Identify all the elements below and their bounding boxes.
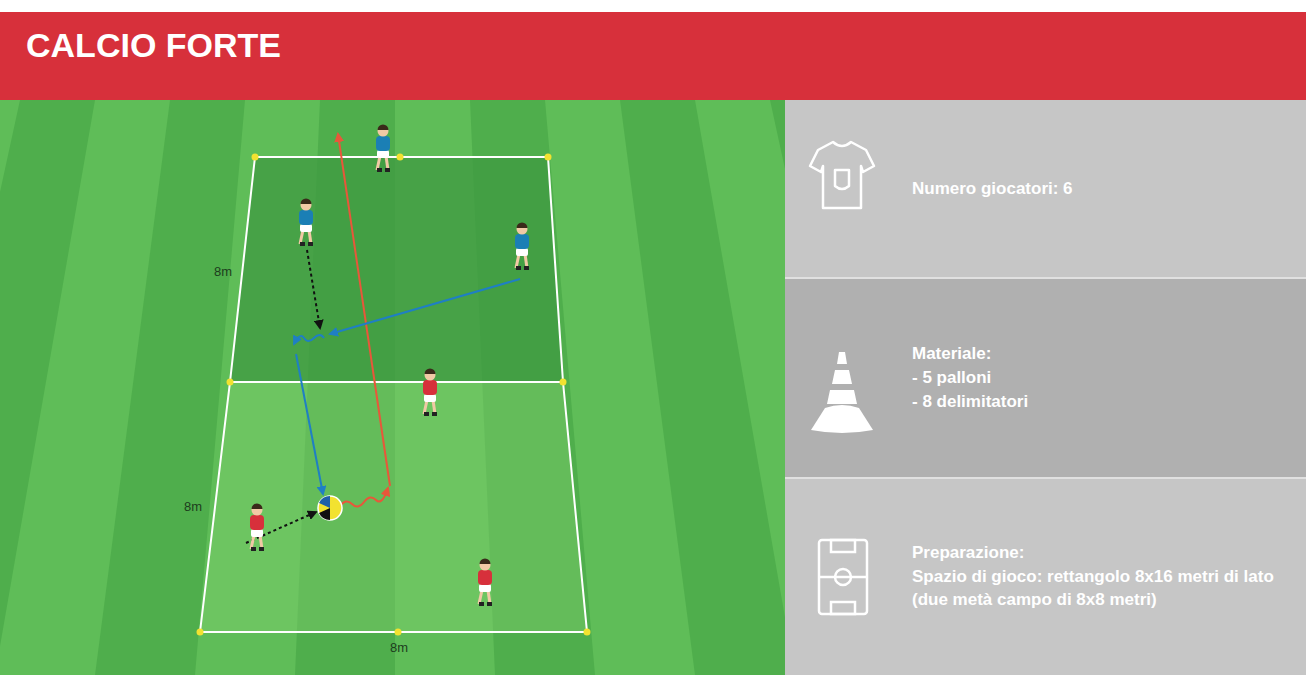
- info-heading: Materiale:: [912, 343, 1292, 365]
- player-figure: [423, 369, 437, 417]
- player-figure: [515, 223, 529, 270]
- info-heading: Preparazione:: [912, 542, 1292, 564]
- info-band: Preparazione:Spazio di gioco: rettangolo…: [785, 478, 1306, 675]
- player-figure: [250, 504, 264, 552]
- grass-stripe: [0, 100, 170, 675]
- player-figure: [376, 125, 390, 173]
- info-band: Materiale:- 5 palloni- 8 delimitatori: [785, 278, 1306, 478]
- pitch-illustration: [0, 100, 785, 675]
- grass-stripe: [695, 100, 785, 675]
- dimension-label: 8m: [184, 499, 202, 514]
- info-text: - 5 palloni: [912, 367, 1292, 389]
- dimension-label: 8m: [214, 264, 232, 279]
- dimension-label: 8m: [390, 640, 408, 655]
- player-figure: [299, 199, 313, 246]
- title: CALCIO FORTE: [26, 26, 281, 65]
- info-text: Spazio di gioco: rettangolo 8x16 metri d…: [912, 566, 1292, 610]
- info-heading: Numero giocatori: 6: [912, 178, 1292, 200]
- info-band: Numero giocatori: 6: [785, 100, 1306, 278]
- player-figure: [478, 559, 492, 607]
- info-text: - 8 delimitatori: [912, 391, 1292, 413]
